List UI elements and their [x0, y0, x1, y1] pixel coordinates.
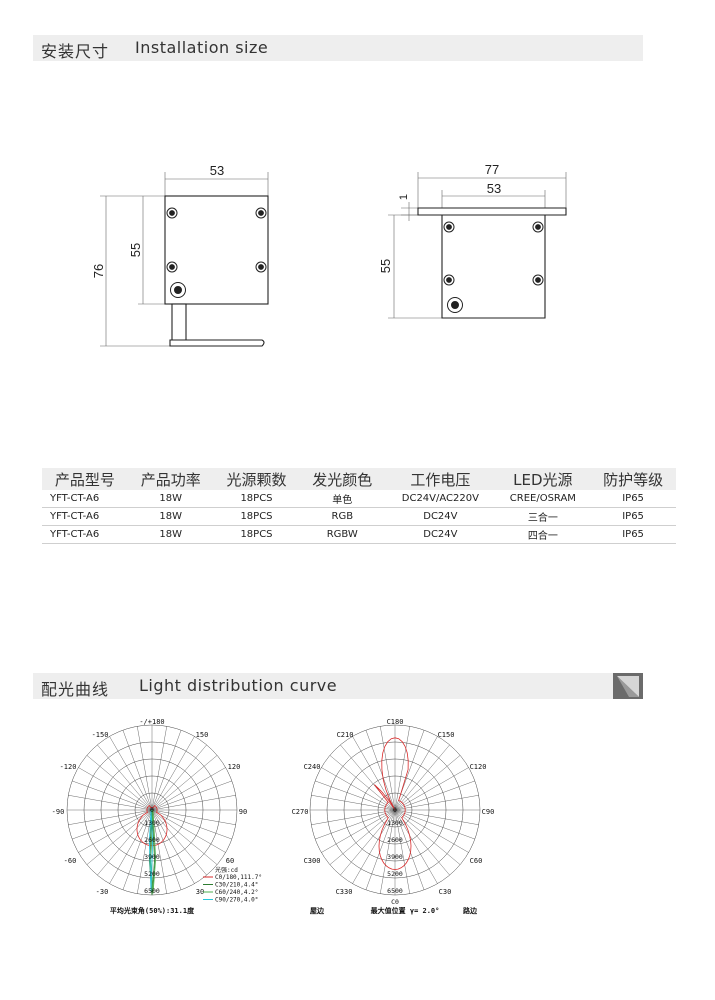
- footer-label-road-side: 路边: [463, 906, 478, 915]
- table-cell: IP65: [590, 490, 676, 508]
- legend-item: C90/270,4.0°: [215, 897, 258, 904]
- radial-label: 3900: [387, 853, 403, 861]
- legend-item: C0/180,111.7°: [215, 874, 262, 881]
- col-header: 工作电压: [385, 468, 496, 490]
- dim-left-inner-height: 55: [128, 243, 143, 257]
- angle-label-c330: C330: [336, 888, 353, 896]
- section-title-cn: 安装尺寸: [41, 42, 110, 61]
- curve-c30: [148, 809, 156, 896]
- dim-left-total-height: 76: [91, 264, 106, 278]
- table-cell: 18W: [127, 507, 214, 526]
- col-header: 防护等级: [590, 468, 676, 490]
- dim-right-height: 55: [378, 259, 393, 273]
- angle-label-30: 30: [196, 888, 204, 896]
- angle-label-c120: C120: [470, 763, 487, 771]
- table-cell: DC24V/AC220V: [385, 490, 496, 508]
- section-title-en: Light distribution curve: [139, 676, 338, 695]
- legend-title: 光强:cd: [215, 866, 238, 874]
- angle-label-120: 120: [228, 763, 241, 771]
- radial-label: 1300: [387, 819, 403, 827]
- radial-label: 0: [150, 806, 154, 814]
- dim-left-width: 53: [210, 163, 224, 178]
- angle-label-minus30: -30: [96, 888, 109, 896]
- angle-label-60: 60: [226, 857, 234, 865]
- col-header: LED光源: [495, 468, 591, 490]
- angle-label-180: -/+180: [139, 718, 164, 726]
- radial-label: 5200: [144, 870, 160, 878]
- beam-angle-note: 平均光束角(50%):31.1度: [110, 906, 195, 915]
- dim-right-flange: 1: [398, 194, 410, 200]
- angle-label-c300: C300: [304, 857, 321, 865]
- table-cell: DC24V: [385, 525, 496, 544]
- section-header-installation: 安装尺寸 Installation size: [33, 35, 643, 61]
- radial-label: 3900: [144, 853, 160, 861]
- footer-label-max-position: 最大值位置 γ= 2.0°: [371, 906, 440, 915]
- angle-label-c30: C30: [439, 888, 452, 896]
- curve-c90: [148, 809, 154, 892]
- table-cell: 四合一: [495, 525, 591, 544]
- angle-label-c180: C180: [387, 718, 404, 726]
- angle-label-150: 150: [196, 731, 209, 739]
- table-cell: 18W: [127, 525, 214, 544]
- table-row: YFT-CT-A6 18W 18PCS 单色 DC24V/AC220V CREE…: [42, 490, 676, 508]
- table-cell: YFT-CT-A6: [42, 490, 128, 508]
- table-cell: YFT-CT-A6: [42, 525, 128, 544]
- table-cell: 单色: [299, 490, 386, 508]
- table-cell: DC24V: [385, 507, 496, 526]
- table-cell: CREE/OSRAM: [495, 490, 591, 508]
- table-cell: 18PCS: [213, 490, 300, 508]
- table-cell: RGBW: [299, 525, 386, 544]
- polar-chart-left: -/+180 -150 150 -120 120 -90 90 -60 60 -30 30 0 1300…: [52, 718, 262, 915]
- section-title-en: Installation size: [135, 38, 269, 57]
- table-cell: RGB: [299, 507, 386, 526]
- table-cell: IP65: [590, 525, 676, 544]
- table-cell: 18W: [127, 490, 214, 508]
- spec-table: 产品型号 产品功率 光源颗数 发光颜色 工作电压 LED光源 防护等级 YFT-…: [42, 468, 676, 544]
- curve-c60: [149, 809, 157, 894]
- table-cell: YFT-CT-A6: [42, 507, 128, 526]
- angle-label-c150: C150: [438, 731, 455, 739]
- radial-label: 2600: [387, 836, 403, 844]
- table-cell: 18PCS: [213, 507, 300, 526]
- radial-label: 0: [393, 806, 397, 814]
- angle-label-minus150: -150: [92, 731, 109, 739]
- angle-label-minus60: -60: [64, 857, 77, 865]
- dim-right-outer-width: 77: [485, 162, 499, 177]
- table-cell: 18PCS: [213, 525, 300, 544]
- col-header: 产品功率: [127, 468, 214, 490]
- table-row: YFT-CT-A6 18W 18PCS RGB DC24V 三合一 IP65: [42, 507, 676, 526]
- footer-label-house-side: 屋边: [310, 906, 325, 915]
- table-cell: IP65: [590, 507, 676, 526]
- angle-label-c270: C270: [292, 808, 309, 816]
- curve-main: [374, 737, 412, 870]
- curve-c0: [136, 805, 168, 847]
- table-row: YFT-CT-A6 18W 18PCS RGBW DC24V 四合一 IP65: [42, 525, 676, 544]
- angle-label-minus120: -120: [60, 763, 77, 771]
- col-header: 产品型号: [42, 468, 128, 490]
- angle-label-c60: C60: [470, 857, 483, 865]
- radial-label: 5200: [387, 870, 403, 878]
- angle-label-c0: C0: [391, 898, 399, 906]
- angle-label-c240: C240: [304, 763, 321, 771]
- dim-right-inner-width: 53: [487, 181, 501, 196]
- col-header: 发光颜色: [299, 468, 386, 490]
- spec-table-header: 产品型号 产品功率 光源颗数 发光颜色 工作电压 LED光源 防护等级: [42, 468, 676, 490]
- angle-label-minus90: -90: [52, 808, 65, 816]
- angle-label-90: 90: [239, 808, 247, 816]
- angle-label-c90: C90: [482, 808, 495, 816]
- legend-item: C60/240,4.2°: [215, 889, 258, 896]
- radial-label: 2600: [144, 836, 160, 844]
- angle-label-c210: C210: [337, 731, 354, 739]
- radial-label: 6500: [144, 887, 160, 895]
- radial-label: 6500: [387, 887, 403, 895]
- radial-label: 1300: [144, 819, 160, 827]
- section-title-cn: 配光曲线: [41, 680, 110, 699]
- col-header: 光源颗数: [213, 468, 300, 490]
- section-header-distribution: 配光曲线 Light distribution curve: [33, 673, 643, 699]
- installation-drawing: 53 76 55 77 53 1 55: [91, 162, 567, 347]
- legend-item: C30/210,4.4°: [215, 882, 258, 889]
- table-cell: 三合一: [495, 507, 591, 526]
- brand-logo-icon: [613, 673, 643, 699]
